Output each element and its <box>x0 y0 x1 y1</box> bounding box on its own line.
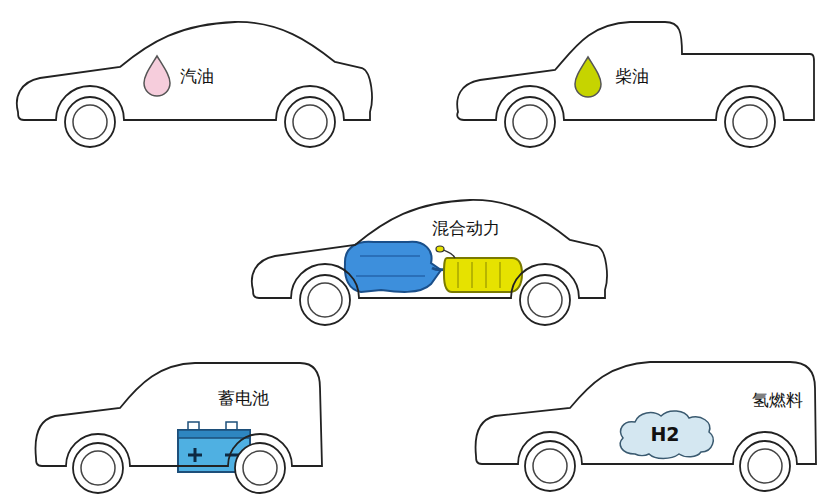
gasoline-drop <box>144 56 170 96</box>
diesel-drop <box>575 57 601 97</box>
fuel-label: 柴油 <box>615 66 649 86</box>
gasoline-car: 汽油 <box>10 12 375 147</box>
formula-label: H2 <box>650 423 679 446</box>
fuel-label: 汽油 <box>180 66 214 86</box>
hydrogen-cloud: H2 <box>615 408 715 460</box>
hybrid-car: 混合动力 <box>245 190 610 325</box>
car-outline <box>245 190 610 325</box>
fuel-label: 混合动力 <box>432 218 500 238</box>
car-outline <box>30 358 325 493</box>
hydrogen-car: 氢燃料 H2 <box>470 356 822 491</box>
diesel-pickup: 柴油 <box>450 12 820 147</box>
fuel-label: 蓄电池 <box>218 388 269 408</box>
hybrid-engine <box>345 242 522 292</box>
battery-car: 蓄电池 <box>30 358 325 493</box>
fuel-label: 氢燃料 <box>752 390 803 410</box>
